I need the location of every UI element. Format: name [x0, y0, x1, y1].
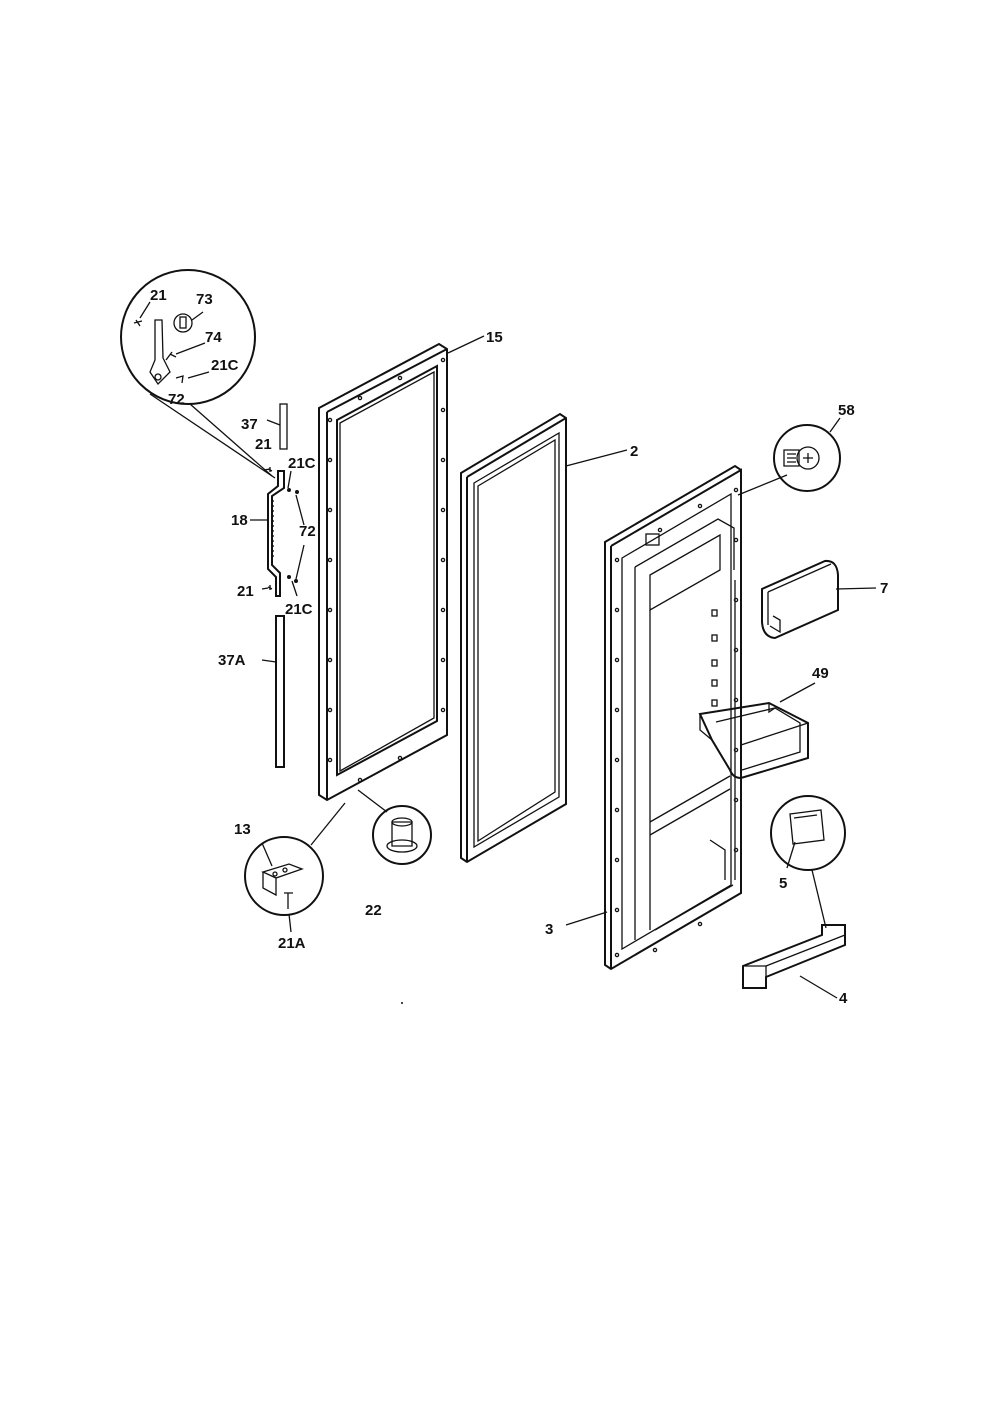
part-7-dairy-door: [761, 559, 877, 640]
label-5: 5: [779, 875, 787, 892]
label-37: 37: [241, 416, 258, 433]
part-4-trim: [742, 924, 846, 999]
label-73: 73: [196, 291, 213, 308]
part-18-hinge: [250, 467, 305, 597]
part-49-door-bin: [698, 682, 816, 780]
part-37-hinge-strip: [266, 403, 288, 450]
label-37a: 37A: [218, 652, 246, 669]
label-21-hinge-top: 21: [255, 436, 272, 453]
label-72-detail: 72: [168, 391, 185, 408]
label-49: 49: [812, 665, 829, 682]
part-13-bracket-detail: [244, 802, 346, 933]
part-3-door-liner: [565, 464, 788, 971]
part-37a-strip: [261, 615, 285, 768]
label-21-hinge-bottom: 21: [237, 583, 254, 600]
label-21a: 21A: [278, 935, 306, 952]
label-72-hinge: 72: [299, 523, 316, 540]
label-21c-detail: 21C: [211, 357, 239, 374]
label-15: 15: [486, 329, 503, 346]
label-21c-hinge-top: 21C: [288, 455, 316, 472]
label-21c-hinge-bottom: 21C: [285, 601, 313, 618]
callout-labels: 21 73 74 21C 72 15 37 21 21C 18 72 21 21…: [150, 287, 888, 1007]
label-13: 13: [234, 821, 251, 838]
label-2: 2: [630, 443, 638, 460]
label-21-detail: 21: [150, 287, 167, 304]
label-74: 74: [205, 329, 222, 346]
label-7: 7: [880, 580, 888, 597]
part-15-door-frame: [318, 335, 485, 802]
label-3: 3: [545, 921, 553, 938]
part-2-gasket: [460, 412, 628, 864]
label-4: 4: [839, 990, 848, 1007]
part-58-screw-detail: [773, 417, 841, 492]
hinge-detail-callout: [120, 269, 276, 479]
label-22: 22: [365, 902, 382, 919]
part-5-detail: [770, 795, 846, 929]
stray-mark: [401, 1002, 403, 1004]
label-58: 58: [838, 402, 855, 419]
part-22-door-stop-detail: [357, 789, 432, 865]
label-18: 18: [231, 512, 248, 529]
